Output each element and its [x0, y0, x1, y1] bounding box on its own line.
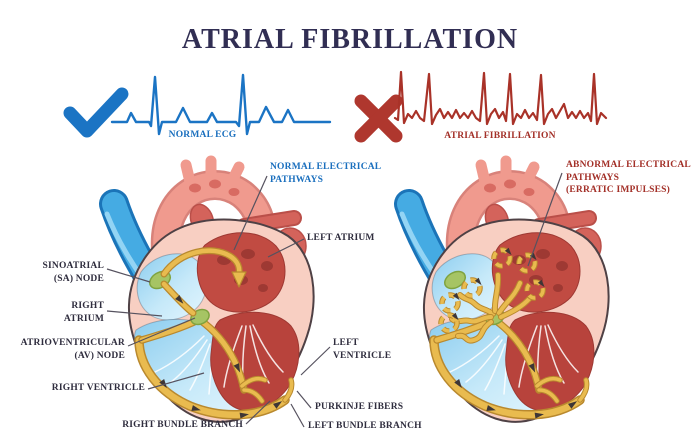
- afib-ecg-label: ATRIAL FIBRILLATION: [444, 131, 556, 141]
- page-title: ATRIAL FIBRILLATION: [181, 24, 519, 55]
- label-atrioventricular-node: ATRIOVENTRICULAR (AV) NODE: [20, 338, 125, 361]
- label-left-atrium: LEFT ATRIUM: [307, 233, 375, 243]
- label-right-atrium: RIGHT ATRIUM: [63, 301, 104, 324]
- erratic-squiggles: [449, 272, 533, 344]
- normal-ecg-group: [63, 73, 332, 138]
- leader-left-ventricle: [300, 346, 331, 376]
- label-left-ventricle: LEFT VENTRICLE: [333, 338, 392, 361]
- leader-left-atrium: [267, 238, 305, 258]
- leader-normal-pathways: [233, 175, 268, 251]
- leader-av-node: [127, 317, 196, 347]
- leader-right-bundle-branch: [245, 400, 271, 425]
- label-sinoatrial-node: SINOATRIAL (SA) NODE: [42, 261, 104, 284]
- leader-left-bundle-branch: [290, 403, 305, 428]
- erratic-impulse-circles: [438, 247, 546, 334]
- normal-heart-illustration: [107, 161, 314, 422]
- normal-ecg-trace: [110, 73, 332, 136]
- label-right-ventricle: RIGHT VENTRICLE: [51, 383, 145, 393]
- leader-right-ventricle: [147, 372, 205, 390]
- label-abnormal-electrical-pathways: ABNORMAL ELECTRICAL PATHWAYS (ERRATIC IM…: [566, 160, 691, 196]
- check-icon: [63, 87, 129, 138]
- label-left-bundle-branch: LEFT BUNDLE BRANCH: [308, 421, 422, 431]
- leader-sa-node: [106, 268, 151, 283]
- afib-ecg-trace: [393, 70, 608, 126]
- leader-right-atrium: [106, 310, 163, 317]
- label-purkinje-fibers: PURKINJE FIBERS: [315, 402, 404, 412]
- leader-purkinje-fibers: [296, 390, 312, 409]
- normal-ecg-label: NORMAL ECG: [168, 130, 237, 140]
- leader-abnormal-pathways: [527, 172, 563, 267]
- afib-ecg-group: [354, 70, 608, 143]
- afib-heart-illustration: [402, 161, 609, 422]
- x-mark-icon: [354, 94, 403, 143]
- leader-lines: [106, 172, 563, 428]
- label-right-bundle-branch: RIGHT BUNDLE BRANCH: [122, 420, 243, 430]
- label-normal-electrical-pathways: NORMAL ELECTRICAL PATHWAYS: [270, 162, 382, 185]
